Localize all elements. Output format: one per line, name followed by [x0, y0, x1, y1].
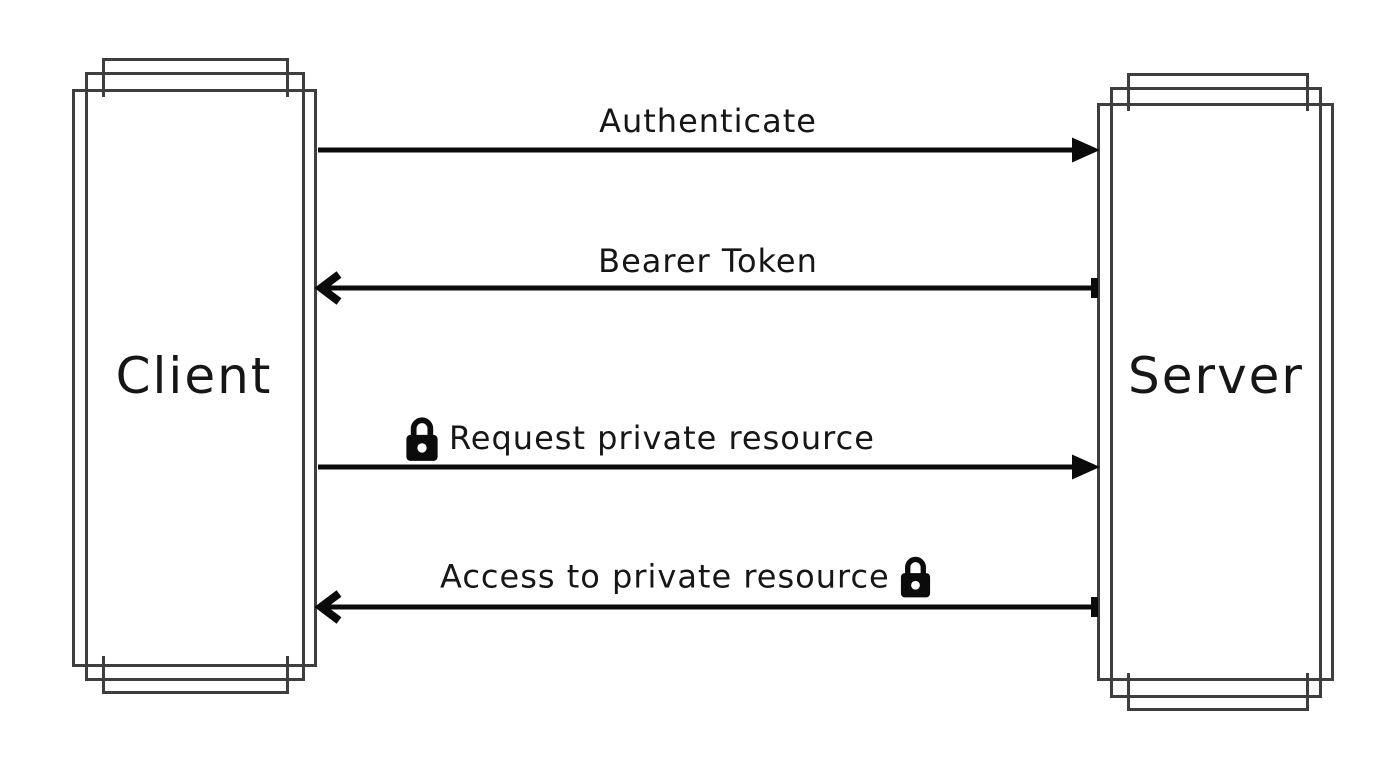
message-bearer-token-label: Bearer Token: [598, 242, 818, 280]
message-authenticate-label: Authenticate: [599, 102, 817, 140]
client-frame: [72, 58, 317, 694]
arrow-end-bar-icon: [1091, 278, 1098, 298]
arrow-left-head-icon: [314, 590, 342, 624]
server-frame-outer-rect: [1097, 103, 1334, 681]
arrow-right-head-icon: [1072, 137, 1100, 163]
arrow-request-private-resource: [318, 454, 1100, 480]
lock-icon: [406, 417, 438, 461]
arrow-end-bar-icon: [1091, 597, 1098, 617]
server-frame: [1097, 73, 1334, 711]
message-request-label: Request private resource: [449, 419, 875, 457]
server-frame-inner-rect: [1110, 87, 1322, 698]
server-frame-top-bracket: [1127, 73, 1309, 111]
message-authenticate: Authenticate: [599, 102, 817, 140]
client-frame-bottom-bracket: [102, 656, 289, 694]
arrow-left-head-icon: [314, 271, 342, 305]
arrow-bearer-token: [314, 271, 1098, 305]
arrow-right-head-icon: [1072, 454, 1100, 480]
lock-icon: [900, 556, 930, 598]
client-frame-top-bracket: [102, 58, 289, 97]
message-request-private-resource: Request private resource: [403, 413, 875, 463]
message-access-label: Access to private resource: [440, 557, 890, 595]
message-bearer-token: Bearer Token: [598, 242, 818, 280]
participant-server-label: Server: [1128, 347, 1304, 405]
message-access-private-resource: Access to private resource: [440, 553, 933, 600]
server-frame-bottom-bracket: [1127, 673, 1309, 711]
arrow-authenticate: [318, 137, 1100, 163]
arrow-access-private-resource: [314, 590, 1098, 624]
client-frame-inner-rect: [85, 72, 305, 681]
participant-client-label: Client: [115, 347, 273, 405]
client-frame-outer-rect: [72, 89, 317, 667]
